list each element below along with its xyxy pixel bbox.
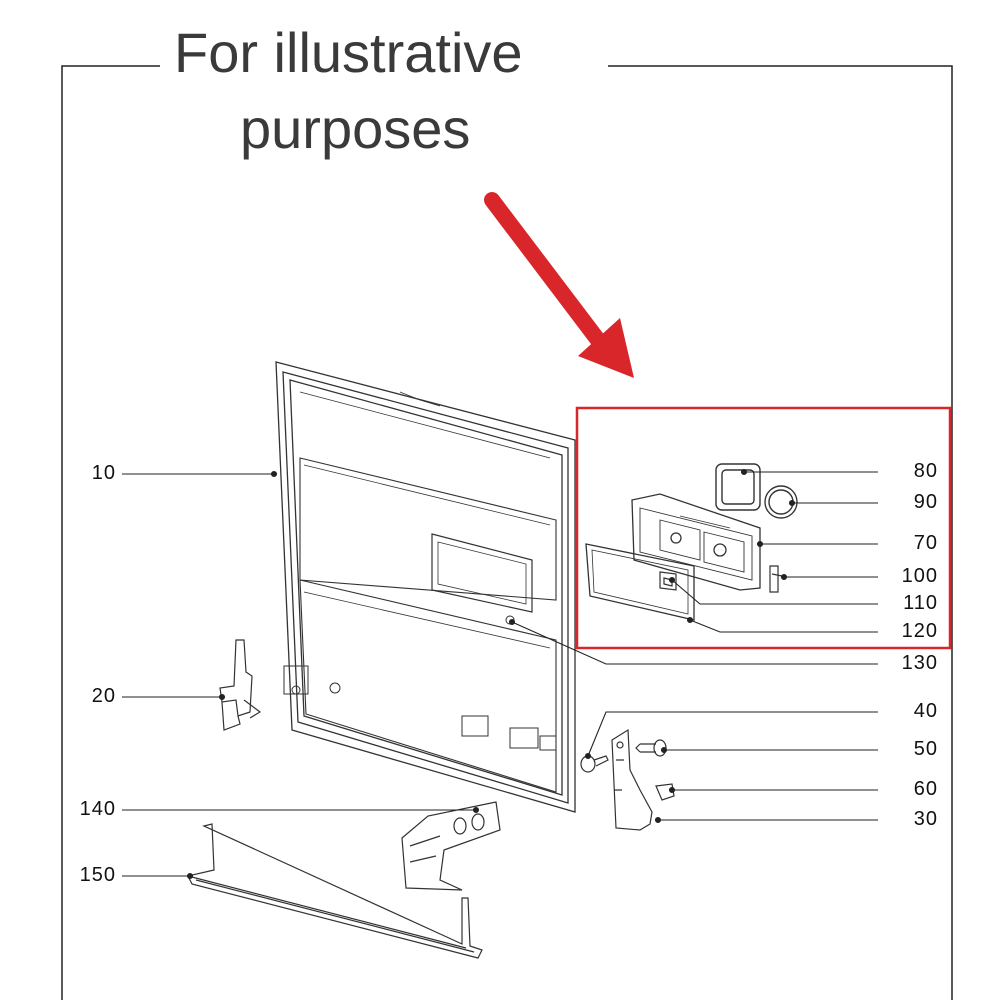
cover-plate-part xyxy=(585,543,695,621)
spring-part xyxy=(580,755,609,773)
part-label-20: 20 xyxy=(91,685,116,707)
clip-part xyxy=(655,783,675,801)
part-label-100: 100 xyxy=(901,565,938,587)
part-label-70: 70 xyxy=(913,532,938,554)
seal-frame-part xyxy=(715,463,761,511)
highlight-box xyxy=(575,406,952,650)
bottom-bracket-part xyxy=(401,801,501,891)
part-label-120: 120 xyxy=(901,620,938,642)
part-label-40: 40 xyxy=(913,700,938,722)
part-label-10: 10 xyxy=(91,462,116,484)
part-label-50: 50 xyxy=(913,738,938,760)
leader-lines xyxy=(122,468,878,880)
door-panel xyxy=(275,361,576,813)
screw-part xyxy=(635,739,667,757)
part-label-140: 140 xyxy=(79,798,116,820)
diagram-frame xyxy=(61,65,953,1000)
latch-part xyxy=(769,565,783,593)
part-label-150: 150 xyxy=(79,864,116,886)
dispenser-body-part xyxy=(631,493,761,591)
red-arrow-icon xyxy=(484,192,634,378)
part-label-90: 90 xyxy=(913,491,938,513)
caption-line-2: purposes xyxy=(240,96,471,161)
part-label-110: 110 xyxy=(903,592,938,614)
part-label-30: 30 xyxy=(913,808,938,830)
caption-line-1: For illustrative xyxy=(168,20,529,85)
part-label-60: 60 xyxy=(913,778,938,800)
part-label-130: 130 xyxy=(901,652,938,674)
part-label-80: 80 xyxy=(913,460,938,482)
hinge-bracket-right xyxy=(611,728,653,831)
hinge-bracket-left xyxy=(219,639,262,731)
kick-plate-part xyxy=(187,823,483,959)
